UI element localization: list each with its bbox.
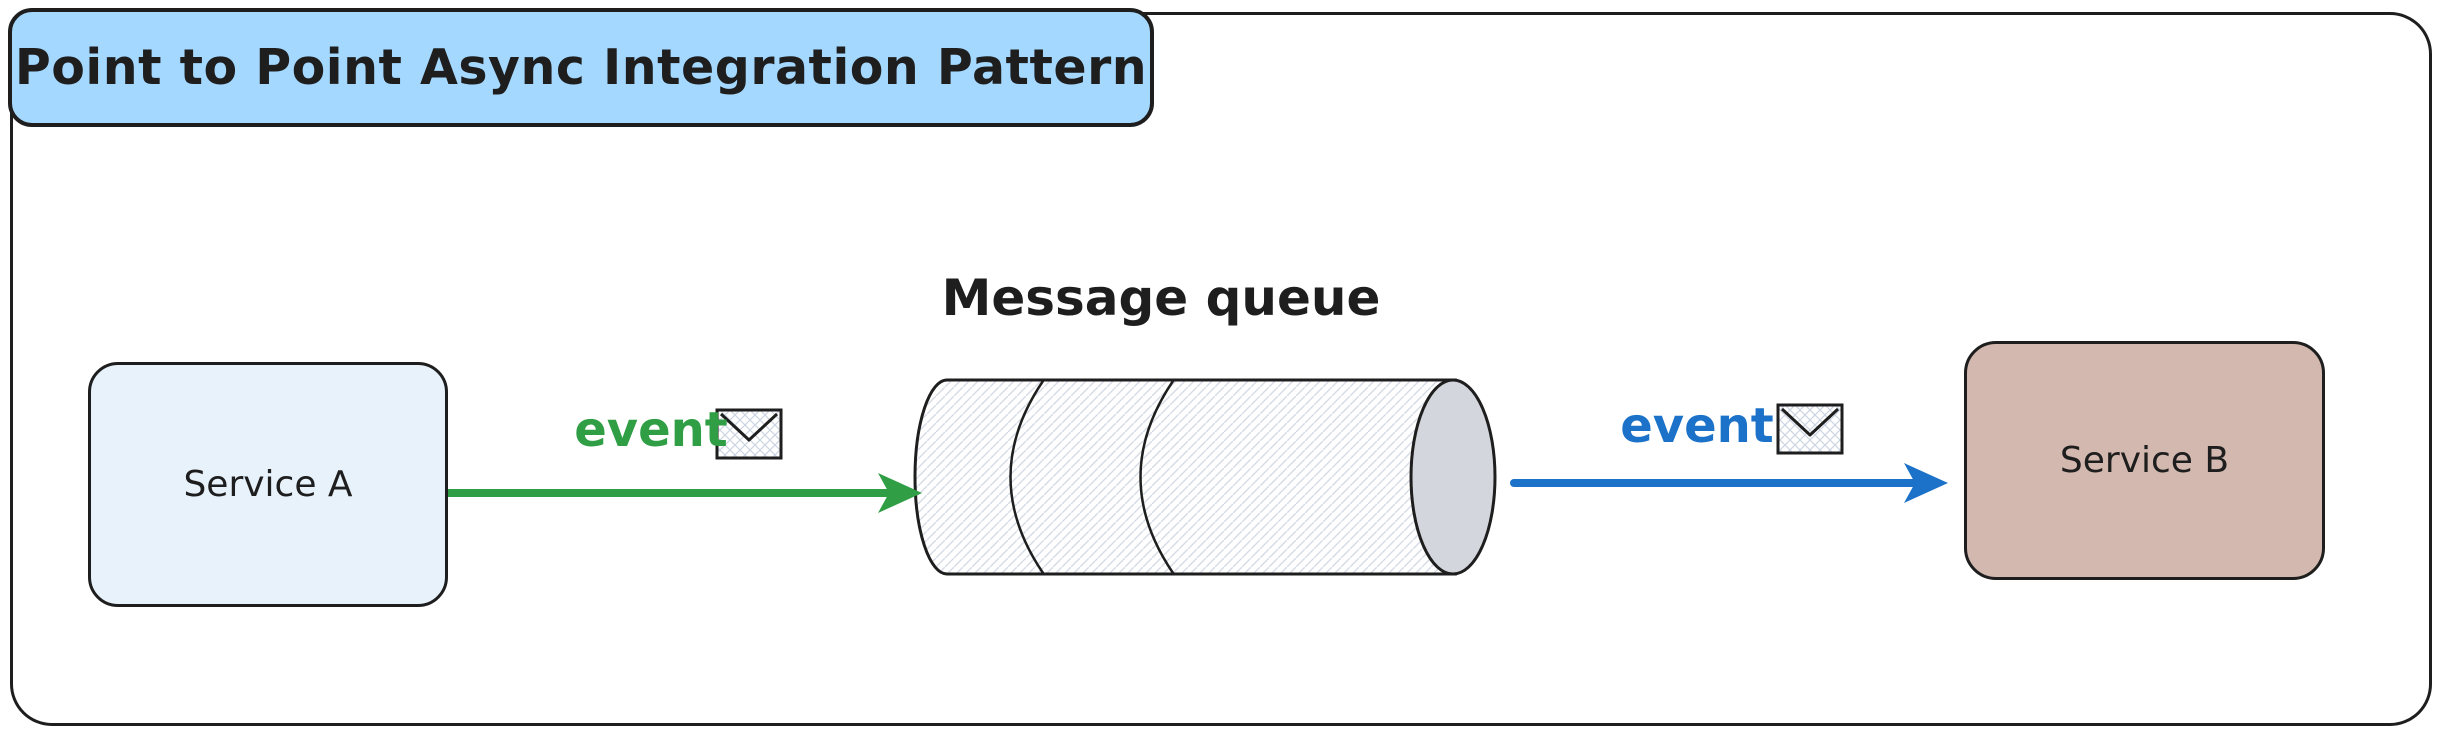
cylinder-right-cap bbox=[1409, 378, 1497, 576]
arrow-queue-to-b-head bbox=[1904, 463, 1948, 503]
cylinder-top-bottom-outline bbox=[945, 378, 1458, 576]
diagram-outer-frame bbox=[10, 12, 2432, 726]
diagram-title-box[interactable]: Point to Point Async Integration Pattern bbox=[8, 8, 1154, 127]
node-service-b[interactable]: Service B bbox=[1964, 341, 2325, 580]
cylinder-left-cap bbox=[913, 378, 949, 576]
edge-label-a-to-queue: event bbox=[574, 402, 728, 458]
service-b-label: Service B bbox=[2059, 440, 2230, 481]
cylinder-divider-1 bbox=[1009, 379, 1045, 575]
envelope-icon bbox=[715, 408, 783, 460]
message-queue-label: Message queue bbox=[941, 269, 1381, 327]
diagram-title: Point to Point Async Integration Pattern bbox=[14, 39, 1148, 96]
node-service-a[interactable]: Service A bbox=[88, 362, 448, 607]
envelope-icon bbox=[1776, 403, 1844, 455]
arrow-queue-to-b[interactable] bbox=[1510, 463, 1948, 503]
edge-label-queue-to-b: event bbox=[1620, 398, 1774, 454]
arrow-a-to-queue[interactable] bbox=[444, 473, 922, 513]
arrow-a-to-queue-head bbox=[878, 473, 922, 513]
service-a-label: Service A bbox=[183, 464, 353, 505]
cylinder-body-hatch bbox=[915, 380, 1453, 574]
message-queue-cylinder[interactable] bbox=[913, 378, 1497, 576]
cylinder-divider-2 bbox=[1139, 379, 1175, 575]
